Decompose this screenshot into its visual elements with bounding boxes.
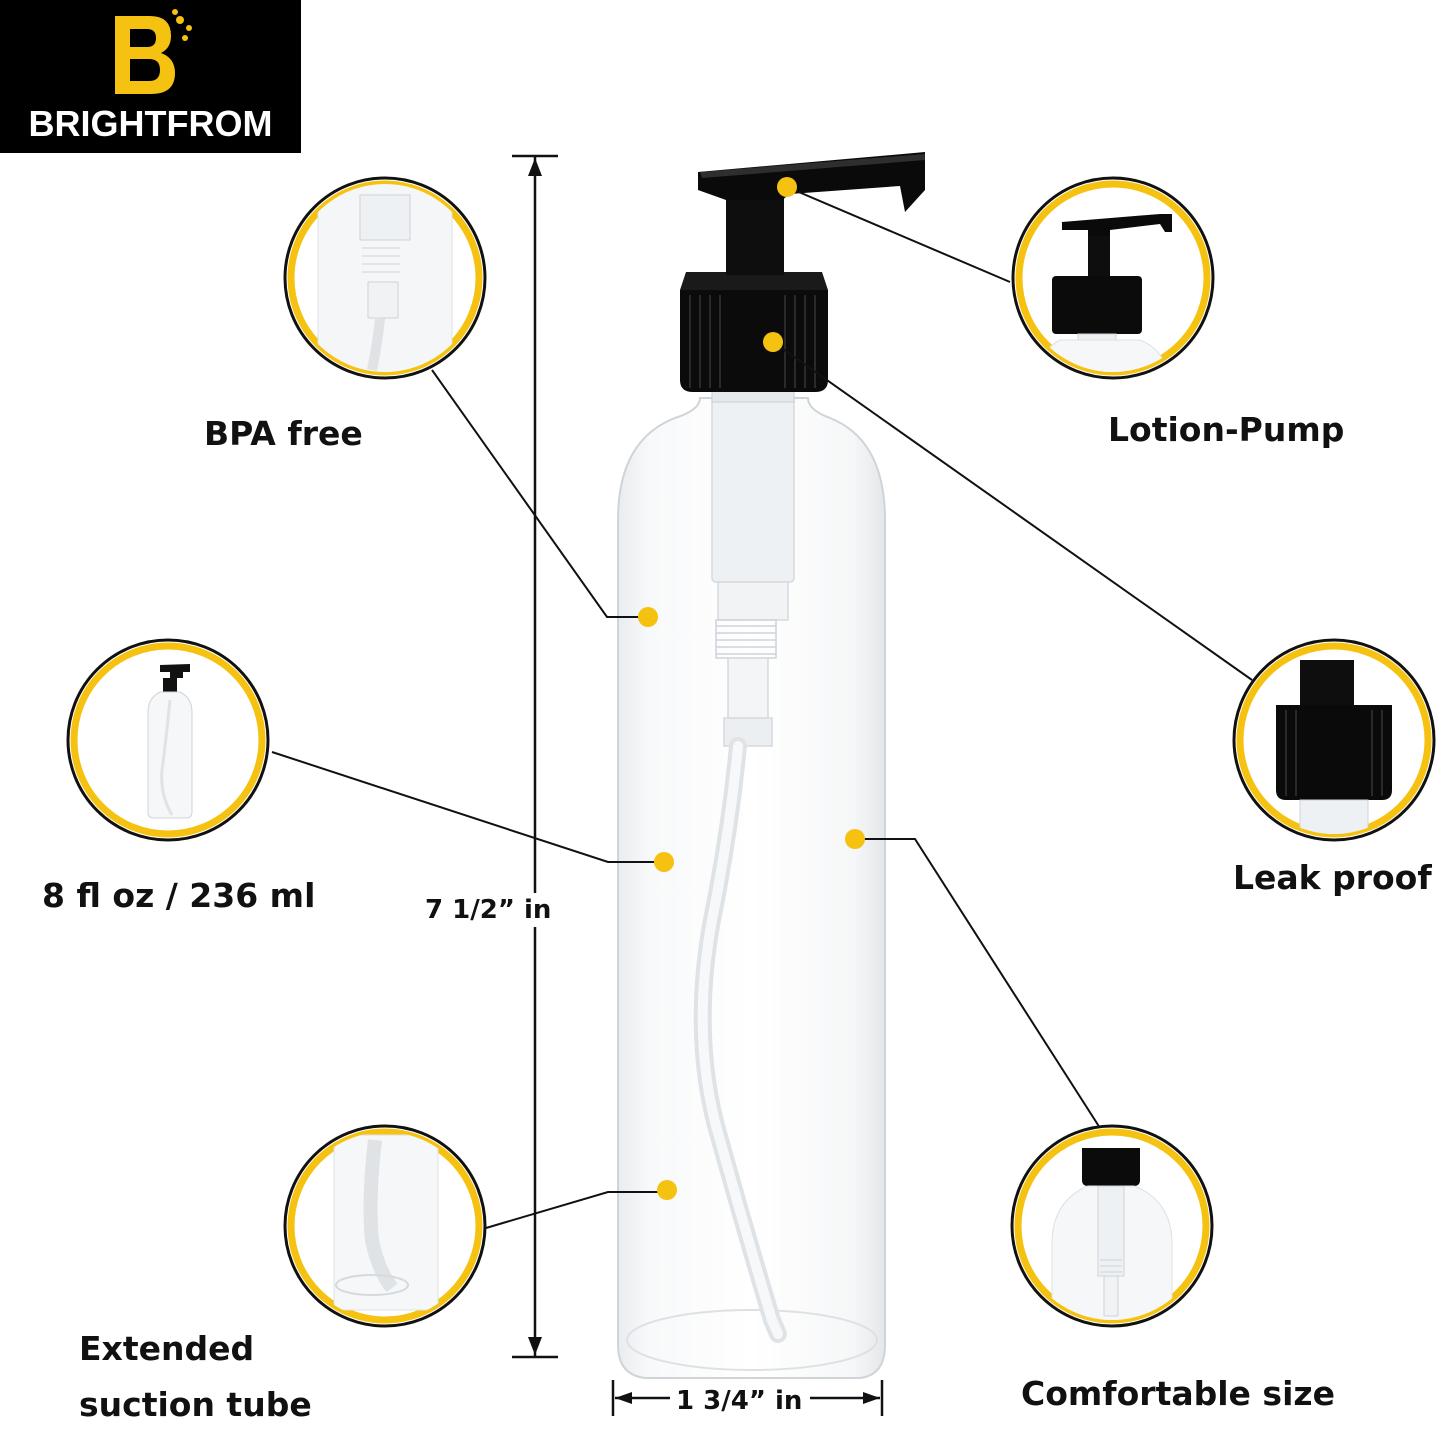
suction-tube-detail-icon — [283, 1124, 487, 1328]
bpa-free-label: BPA free — [204, 414, 363, 453]
bpa-free-detail-icon — [283, 176, 487, 380]
leak-proof-cap-icon — [1232, 638, 1436, 842]
brand-logo: BRIGHTFROM — [0, 0, 301, 153]
pump-head — [680, 152, 925, 403]
lotion-pump-label: Lotion-Pump — [1108, 410, 1345, 449]
bottle-icon — [617, 391, 886, 1379]
lotion-pump-detail-icon — [1011, 176, 1215, 380]
comfortable-size-icon — [1010, 1124, 1214, 1328]
capacity-label: 8 fl oz / 236 ml — [42, 876, 316, 915]
height-dimension — [512, 154, 558, 1359]
capacity-bottle-icon — [66, 638, 270, 842]
tube-label: Extended suction tube — [79, 1321, 312, 1433]
width-dimension-label: 1 3/4” in — [676, 1386, 803, 1416]
callout-lines — [271, 186, 1253, 1229]
tube-label-line2: suction tube — [79, 1385, 312, 1424]
brand-logo-icon — [115, 9, 192, 94]
leak-proof-label: Leak proof — [1233, 858, 1432, 897]
comfortable-size-label: Comfortable size — [1021, 1374, 1335, 1413]
brand-name: BRIGHTFROM — [28, 103, 273, 144]
callout-dots — [638, 177, 865, 1200]
height-dimension-label: 7 1/2” in — [425, 893, 552, 927]
tube-label-line1: Extended — [79, 1329, 255, 1368]
width-dimension — [611, 1380, 884, 1416]
